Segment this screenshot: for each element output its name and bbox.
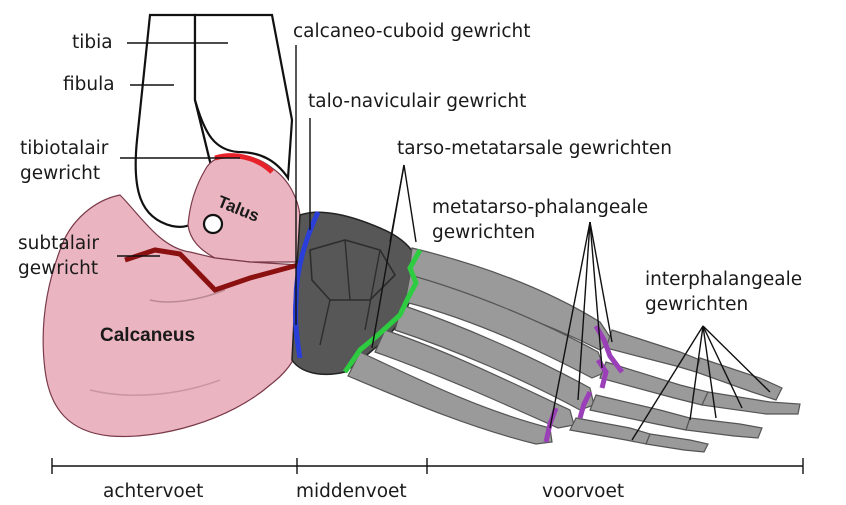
fibula-label: fibula (63, 73, 115, 97)
tibiotalair-label: tibiotalair (20, 137, 108, 161)
tibia-bone (195, 15, 292, 178)
calcaneo-cuboid-label: calcaneo-cuboid gewricht (293, 20, 530, 44)
metatarso-phalangeale-label-line2: gewrichten (432, 221, 535, 245)
tibiotalair-label-line2: gewricht (20, 162, 100, 186)
middenvoet-label: middenvoet (296, 480, 407, 504)
region-scale-bar (52, 458, 803, 474)
talus-hole (204, 215, 222, 233)
interphalangeale-label-line2: gewrichten (645, 293, 748, 317)
voorvoet-label: voorvoet (542, 480, 624, 504)
subtalair-label-line2: gewricht (18, 257, 98, 281)
interphalangeale-label: interphalangeale (645, 268, 802, 292)
talo-naviculair-label: talo-naviculair gewricht (308, 90, 526, 114)
calcaneus-label: Calcaneus (100, 325, 195, 347)
achtervoet-label: achtervoet (103, 480, 203, 504)
tarso-metatarsale-label: tarso-metatarsale gewrichten (397, 137, 672, 161)
metatarso-phalangeale-label: metatarso-phalangeale (432, 196, 648, 220)
subtalair-label: subtalair (18, 232, 99, 256)
tibia-label: tibia (72, 31, 113, 55)
